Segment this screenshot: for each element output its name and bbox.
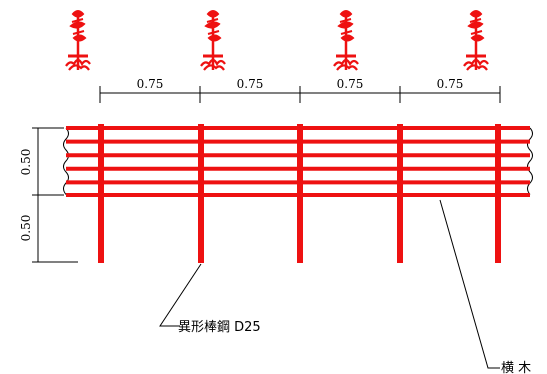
top-dimension-label: 0.75 [137, 77, 164, 91]
tree-symbols [65, 10, 489, 71]
post [98, 124, 104, 263]
rebar-posts [98, 124, 501, 263]
tree-icon [65, 10, 91, 71]
side-dimension-chain: 0.50 0.50 [19, 127, 78, 263]
tree-icon [463, 10, 489, 71]
post-leader-line [159, 263, 202, 327]
post-label: 異形棒鋼 D25 [178, 320, 261, 335]
post [495, 124, 501, 263]
top-dimension-label: 0.75 [237, 77, 264, 91]
top-dimension-chain: 0.75 0.75 0.75 0.75 [99, 77, 501, 103]
side-dimension-label: 0.50 [19, 149, 33, 176]
post [297, 124, 303, 263]
post-callout: 異形棒鋼 D25 [159, 263, 261, 335]
tree-icon [333, 10, 359, 71]
top-dimension-label: 0.75 [437, 77, 464, 91]
post [397, 124, 403, 263]
rail-leader-line [439, 199, 500, 369]
left-break-line [63, 127, 69, 195]
rail-label: 横 木 [501, 361, 531, 374]
side-dimension-label: 0.50 [19, 215, 33, 242]
right-break-line [527, 127, 533, 195]
post [198, 124, 204, 263]
tree-icon [200, 10, 226, 71]
rail-callout: 横 木 [439, 199, 531, 374]
top-dimension-label: 0.75 [337, 77, 364, 91]
